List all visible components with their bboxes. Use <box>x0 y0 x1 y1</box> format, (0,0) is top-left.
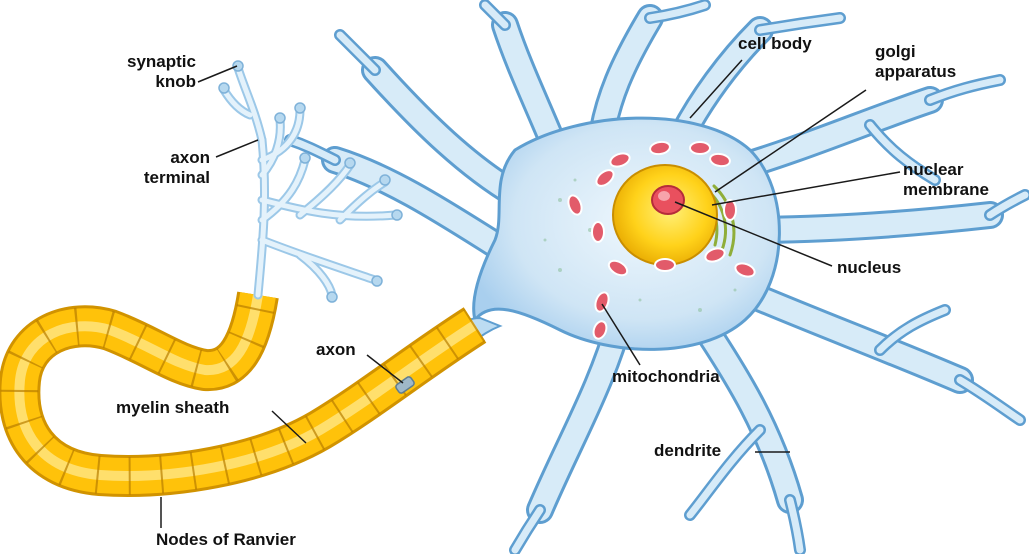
label-synaptic-knob-line2: knob <box>96 72 196 92</box>
label-nuclear-membrane: nuclear membrane <box>903 160 989 200</box>
label-synaptic-knob: synaptic knob <box>96 52 196 92</box>
label-cell-body: cell body <box>738 34 812 54</box>
label-mitochondria: mitochondria <box>612 367 720 387</box>
label-nucleus: nucleus <box>837 258 901 278</box>
nucleolus-highlight <box>658 191 670 201</box>
label-nuclear-membrane-line2: membrane <box>903 180 989 200</box>
label-synaptic-knob-line1: synaptic <box>96 52 196 72</box>
nucleolus-shape <box>652 186 684 214</box>
label-axon-terminal-line2: terminal <box>110 168 210 188</box>
label-nodes-of-ranvier: Nodes of Ranvier <box>156 530 296 550</box>
label-axon-terminal-line1: axon <box>110 148 210 168</box>
label-golgi-line1: golgi <box>875 42 956 62</box>
label-dendrite: dendrite <box>654 441 721 461</box>
label-myelin-sheath: myelin sheath <box>116 398 229 418</box>
leader-synaptic-knob <box>198 66 237 82</box>
nucleus-shape <box>613 165 717 265</box>
label-axon: axon <box>316 340 356 360</box>
label-golgi-apparatus: golgi apparatus <box>875 42 956 82</box>
leader-axon-terminal <box>216 140 258 157</box>
label-golgi-line2: apparatus <box>875 62 956 82</box>
label-axon-terminal: axon terminal <box>110 148 210 188</box>
label-nuclear-membrane-line1: nuclear <box>903 160 989 180</box>
